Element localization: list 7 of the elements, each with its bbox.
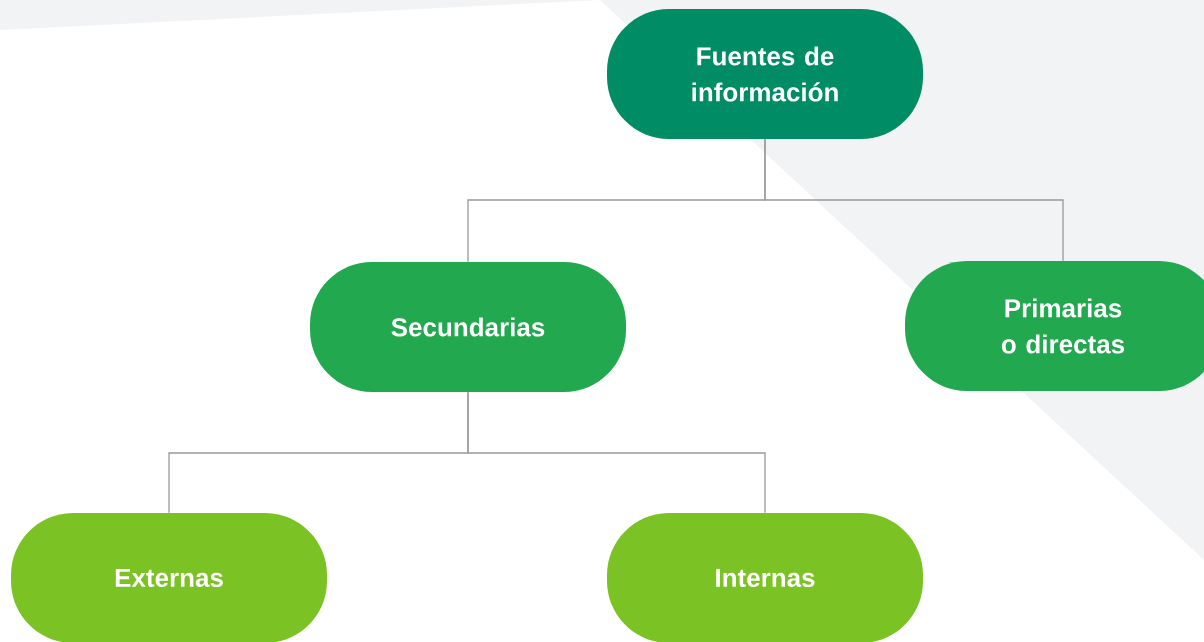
rounded-box: Fuentes de información: [607, 9, 923, 139]
connector-line: [764, 138, 1064, 262]
rounded-box: Externas: [11, 513, 327, 642]
rounded-box: Secundarias: [310, 262, 626, 392]
rounded-box: Internas: [607, 513, 923, 642]
connector-line: [467, 391, 766, 514]
rounded-box: Primarias o directas: [905, 261, 1204, 391]
